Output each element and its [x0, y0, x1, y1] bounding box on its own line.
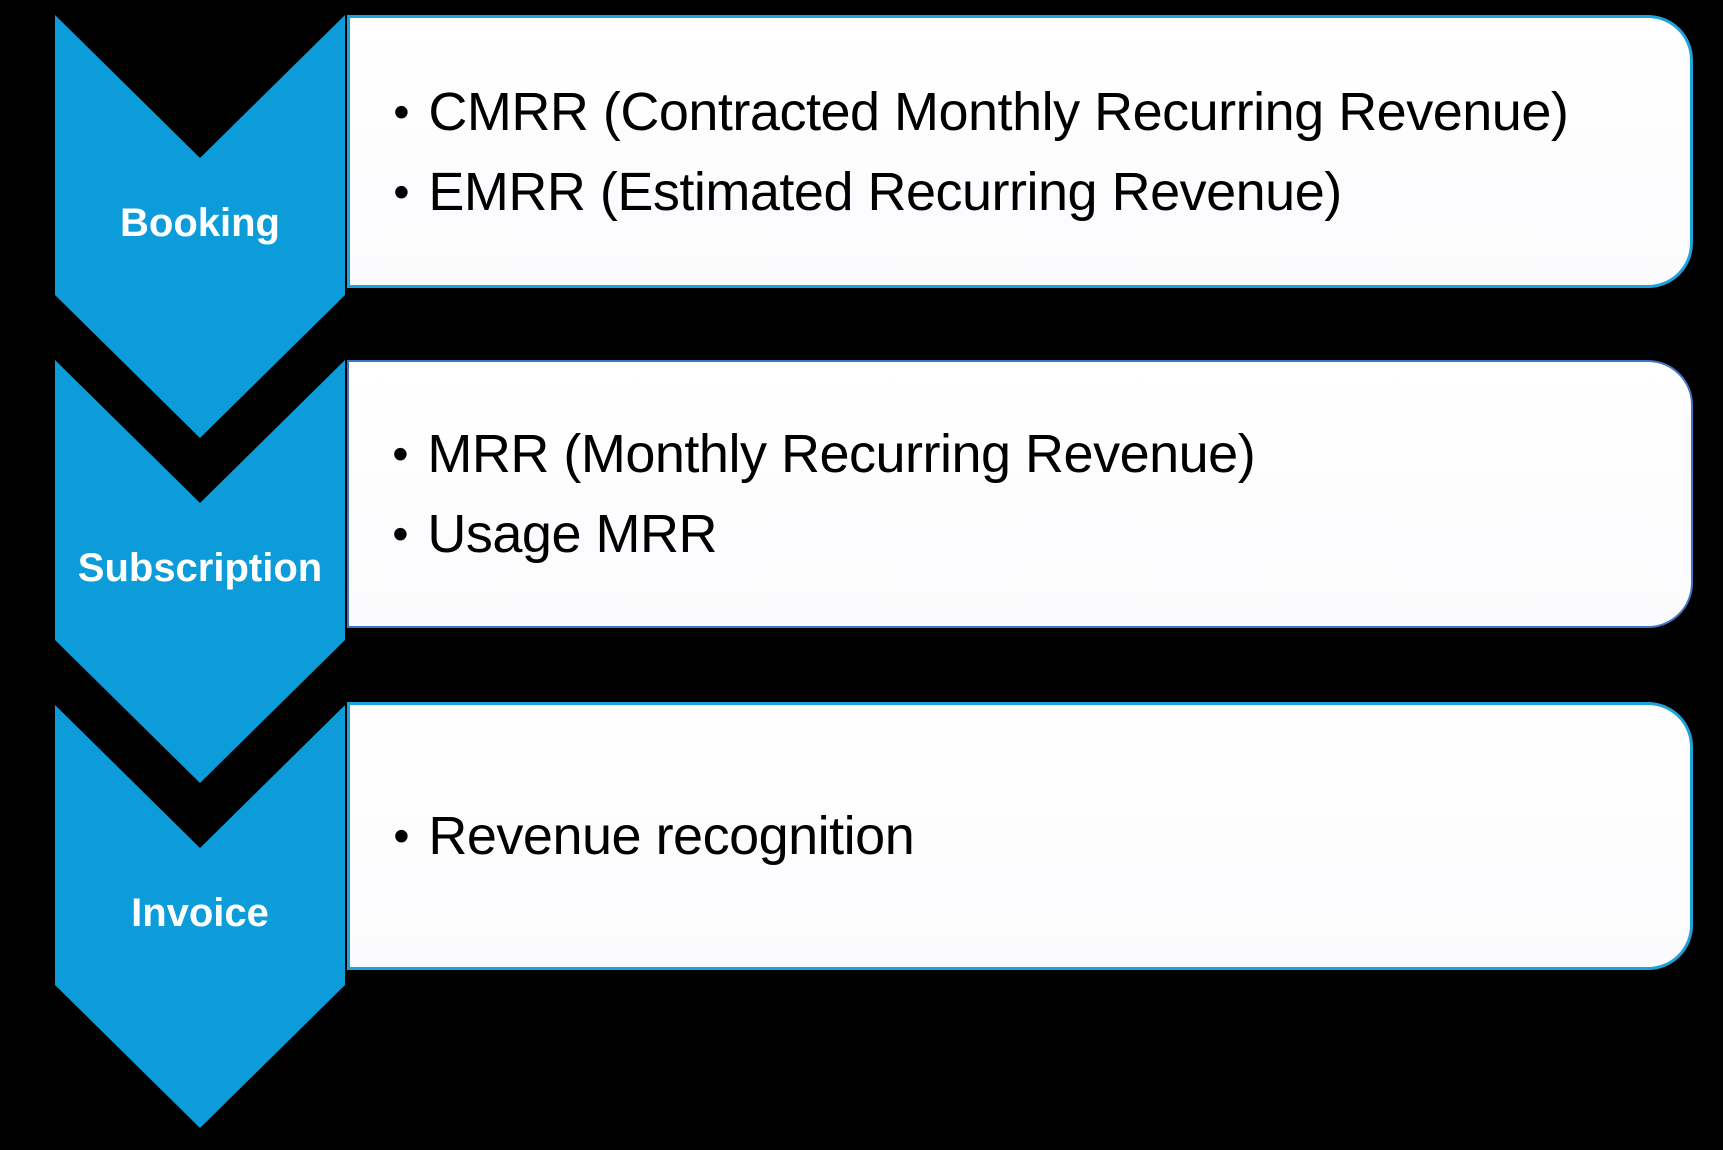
bullet-item: MRR (Monthly Recurring Revenue) [391, 414, 1691, 494]
chevron-label-subscription: Subscription [77, 546, 323, 590]
chevron-label-booking: Booking [120, 201, 280, 245]
bullet-item: CMRR (Contracted Monthly Recurring Reven… [392, 72, 1690, 152]
chevron-label-invoice: Invoice [131, 891, 269, 935]
bullet-item: Revenue recognition [392, 796, 1690, 876]
chevron-booking: Booking [55, 15, 345, 438]
bullet-item: EMRR (Estimated Recurring Revenue) [392, 152, 1690, 232]
bullet-item: Usage MRR [391, 494, 1691, 574]
detail-box-booking: CMRR (Contracted Monthly Recurring Reven… [347, 15, 1693, 288]
detail-box-subscription: MRR (Monthly Recurring Revenue) Usage MR… [347, 360, 1693, 628]
detail-box-invoice: Revenue recognition [347, 702, 1693, 970]
